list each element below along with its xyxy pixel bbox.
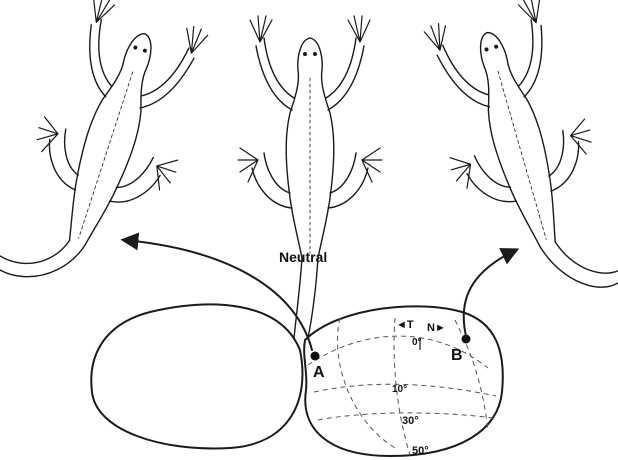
- eccentricity-0-label: 0°: [412, 337, 422, 348]
- neutral-label: Neutral: [279, 249, 327, 265]
- eccentricity-30-label: 30°: [402, 415, 419, 427]
- arrow-icon: [464, 250, 516, 336]
- point-a-dot: [311, 352, 320, 361]
- eccentricity-10-label: 10°: [392, 384, 407, 395]
- lizard-right-icon: [412, 0, 618, 319]
- lizard-neutral-icon: [238, 16, 382, 338]
- temporal-label: ◄T: [396, 319, 414, 331]
- nasal-label: N►: [427, 322, 446, 334]
- left-eye-outline: [91, 305, 302, 449]
- eccentricity-50-label: 50°: [412, 445, 429, 457]
- point-a-label: A: [313, 364, 325, 381]
- lizard-left-icon: [0, 0, 220, 313]
- point-b-label: B: [451, 347, 463, 364]
